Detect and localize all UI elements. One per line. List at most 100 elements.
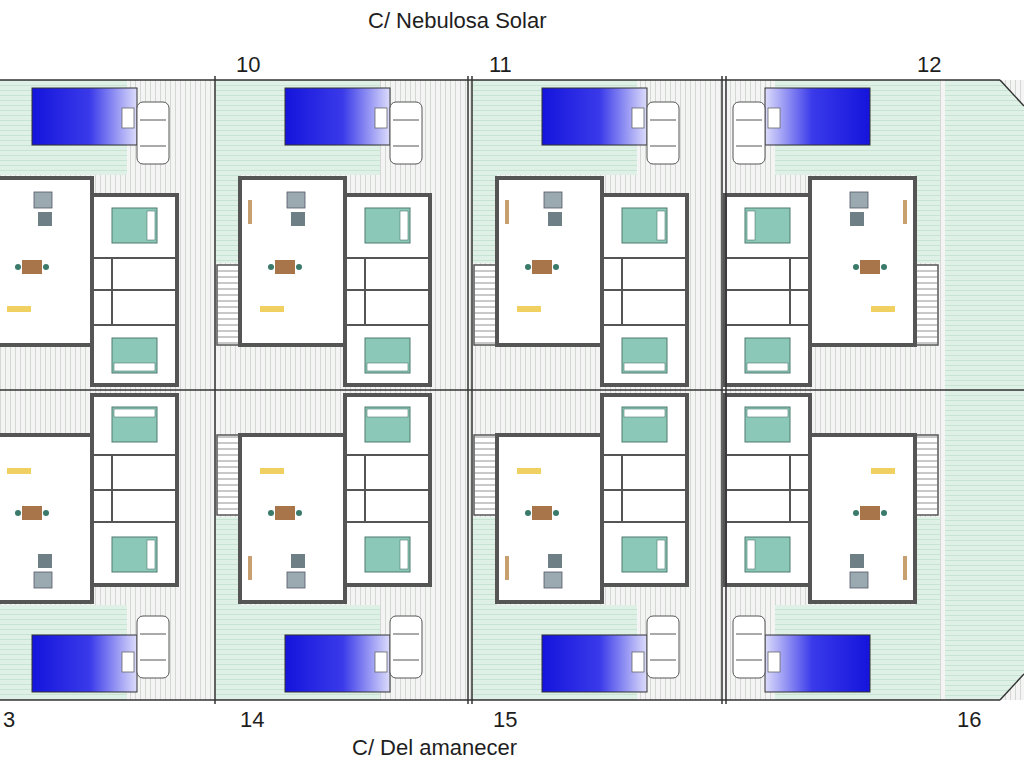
living-block	[810, 435, 915, 602]
stair-step	[915, 467, 938, 468]
stair-step	[915, 437, 938, 438]
stair-step	[217, 319, 240, 320]
stair-step	[474, 295, 497, 296]
stair-step	[217, 343, 240, 344]
kitchen-counter	[871, 468, 895, 474]
stair-step	[915, 485, 938, 486]
partition-wall	[345, 454, 430, 456]
plot-number: 14	[240, 709, 264, 731]
plot-drawing	[215, 395, 430, 700]
armchair	[850, 554, 864, 568]
partition-wall	[345, 521, 430, 523]
chair	[553, 264, 559, 270]
lawn-area	[472, 517, 497, 605]
armchair	[38, 554, 52, 568]
bedroom-block	[725, 395, 810, 585]
dining-table	[22, 260, 42, 274]
stair-step	[217, 277, 240, 278]
pillow	[367, 363, 408, 371]
stair-step	[474, 319, 497, 320]
car-symbol	[647, 102, 679, 164]
stair-step	[474, 473, 497, 474]
partition-wall	[789, 258, 791, 325]
partition-wall	[725, 289, 810, 291]
stair-step	[915, 337, 938, 338]
plot-drawing	[0, 395, 177, 700]
stair-step	[474, 503, 497, 504]
armchair	[544, 572, 562, 588]
partition-wall	[602, 521, 687, 523]
stair-step	[915, 277, 938, 278]
stair-step	[217, 479, 240, 480]
car-line	[393, 120, 419, 121]
car-line	[140, 634, 166, 635]
stair-step	[217, 473, 240, 474]
chair	[525, 264, 531, 270]
stair-step	[217, 307, 240, 308]
stair-step	[915, 497, 938, 498]
stair-step	[915, 509, 938, 510]
stair-step	[474, 485, 497, 486]
bed	[365, 407, 410, 442]
partition-wall	[725, 324, 810, 326]
cabinet	[505, 200, 509, 224]
plot-boundary	[0, 389, 1024, 391]
partition-wall	[364, 258, 366, 325]
stair-step	[474, 491, 497, 492]
bedroom-block	[602, 195, 687, 385]
pool	[32, 88, 137, 145]
pillow	[747, 211, 755, 240]
pool-step	[375, 652, 387, 672]
stair-step	[474, 509, 497, 510]
car-line	[140, 660, 166, 661]
kitchen-counter	[517, 468, 541, 474]
armchair	[34, 192, 52, 208]
bedroom-block	[602, 395, 687, 585]
car-line	[393, 660, 419, 661]
stairs	[915, 435, 938, 515]
stair-step	[474, 289, 497, 290]
living-block	[497, 435, 602, 602]
bed	[622, 407, 667, 442]
partition-wall	[345, 257, 430, 259]
cabinet	[248, 200, 252, 224]
living-block	[0, 435, 92, 602]
car-line	[736, 120, 762, 121]
car-line	[736, 634, 762, 635]
chair	[525, 510, 531, 516]
partition-wall	[345, 289, 430, 291]
stair-step	[474, 325, 497, 326]
partition-wall	[602, 289, 687, 291]
stair-step	[474, 337, 497, 338]
stair-step	[915, 295, 938, 296]
stair-step	[474, 307, 497, 308]
kitchen-counter	[7, 306, 31, 312]
partition-wall	[92, 324, 177, 326]
stairs	[217, 265, 240, 345]
lawn-area	[215, 175, 240, 263]
paving-ground	[0, 80, 1024, 700]
partition-wall	[725, 521, 810, 523]
cabinet	[903, 556, 907, 580]
car-symbol	[733, 102, 765, 164]
armchair	[34, 572, 52, 588]
stair-step	[217, 313, 240, 314]
pillow	[624, 363, 665, 371]
partition-wall	[111, 455, 113, 522]
stair-step	[915, 491, 938, 492]
chair	[853, 264, 859, 270]
stair-step	[217, 485, 240, 486]
pillow	[114, 363, 155, 371]
partition-wall	[364, 455, 366, 522]
stair-step	[474, 443, 497, 444]
bed	[745, 208, 790, 243]
car-line	[393, 634, 419, 635]
pool-step	[632, 108, 644, 128]
partition-wall	[111, 258, 113, 325]
bed	[112, 537, 157, 572]
stair-step	[474, 277, 497, 278]
bed	[622, 537, 667, 572]
stair-step	[915, 301, 938, 302]
chair	[881, 264, 887, 270]
car-symbol	[390, 616, 422, 678]
